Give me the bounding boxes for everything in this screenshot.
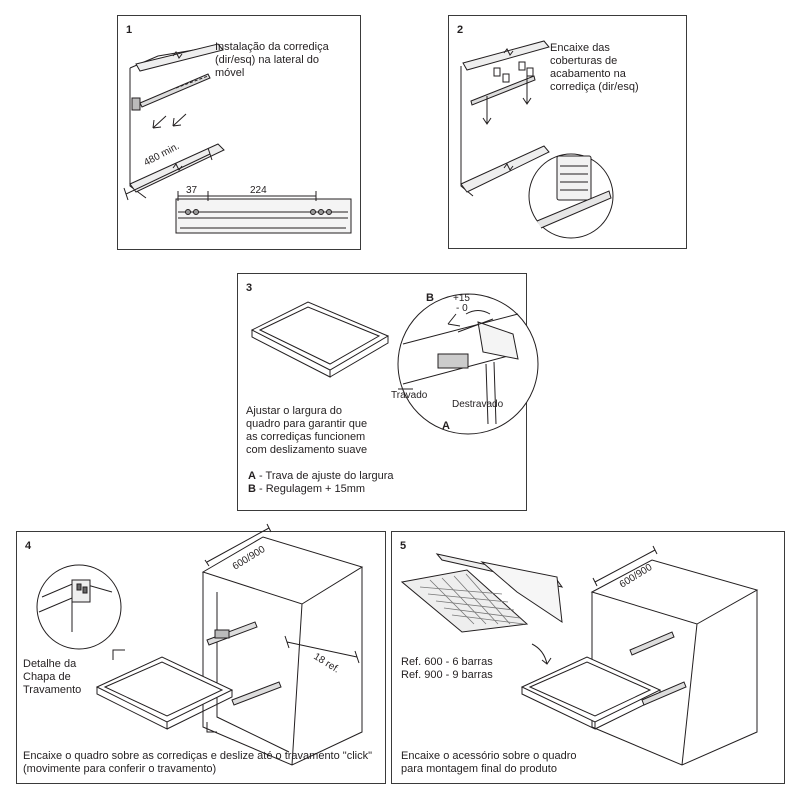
step-number: 2 [457,24,464,36]
step-3-legend: A - Trava de ajuste do largura B - Regul… [248,470,394,496]
travado-label: Travado [391,390,428,401]
step-5-caption: Encaixe o acessório sobre o quadro para … [401,750,577,775]
bar-count-reference: Ref. 600 - 6 barras Ref. 900 - 9 barras [401,656,493,681]
step-1-instruction: Instalação da corrediça (dir/esq) na lat… [215,41,329,79]
step-number: 3 [246,282,253,294]
cover-fitting-illustration [460,40,614,239]
step-1-panel: 1 480 min. [117,15,361,250]
label-b: B [426,292,434,304]
zero-label: - 0 [456,303,468,314]
step-4-panel: 4 600/90 [16,523,386,784]
dimension-18-ref-label: 18 ref. [311,651,341,675]
locking-plate-detail-label: Detalhe da Chapa de Travamento [23,658,82,696]
step-5-panel: 5 600/900 Ref. [391,531,785,784]
step-2-instruction: Encaixe das coberturas de acabamento na … [550,42,639,93]
accessory-fitting-illustration: 600/900 [400,545,759,766]
step-4-caption: Encaixe o quadro sobre as corrediças e d… [23,750,372,775]
dimension-37-label: 37 [186,185,198,196]
step-3-instruction: Ajustar o largura do quadro para garanti… [246,405,368,456]
plus-15-label: +15 [453,293,470,304]
slide-installation-illustration: 480 min. 37 224 [123,43,352,234]
frame-mounting-illustration: 600/900 18 ref. [36,523,364,766]
step-3-panel: 3 B +15 - 0 Travado Destravado A Ajustar… [237,273,539,511]
dimension-224-label: 224 [250,185,267,196]
legend-item-b: B - Regulagem + 15mm [248,483,366,495]
destravado-label: Destravado [452,399,504,410]
step-number: 5 [400,540,407,552]
legend-item-a: A - Trava de ajuste do largura [248,470,394,482]
label-a: A [442,420,450,432]
step-number: 1 [126,24,133,36]
step-2-panel: 2 Encaixe das coberturas de acabamento n… [448,15,687,249]
step-number: 4 [25,540,32,552]
frame-adjustment-illustration: B +15 - 0 Travado Destravado A [250,292,539,435]
